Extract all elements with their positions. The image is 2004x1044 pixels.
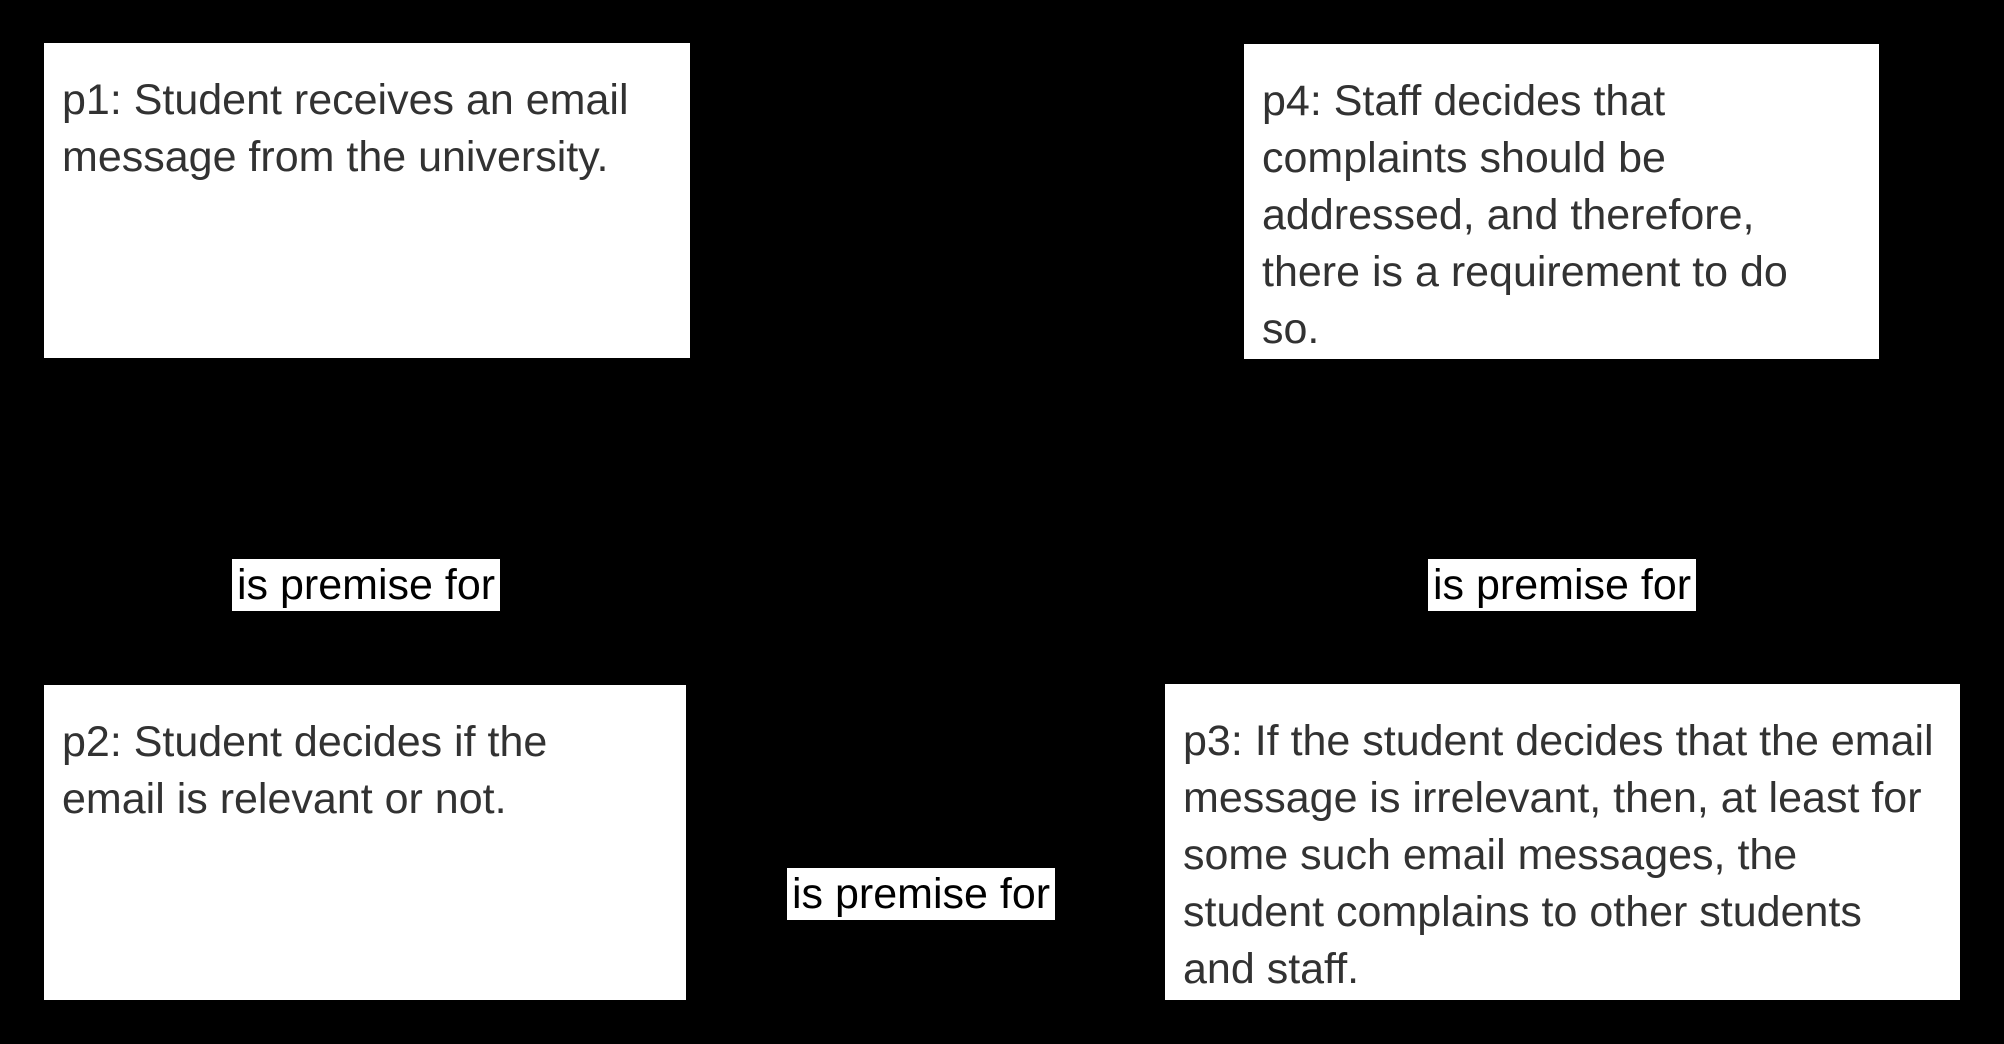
edge-label-center: is premise for (787, 868, 1056, 920)
node-p2: p2: Student decides if the email is rele… (44, 685, 686, 1000)
node-p4: p4: Staff decides that complaints should… (1244, 44, 1879, 359)
node-p1: p1: Student receives an email message fr… (44, 43, 690, 358)
edge-label-right: is premise for (1428, 559, 1697, 611)
edge-label-left: is premise for (232, 559, 501, 611)
node-p3: p3: If the student decides that the emai… (1165, 684, 1960, 1000)
